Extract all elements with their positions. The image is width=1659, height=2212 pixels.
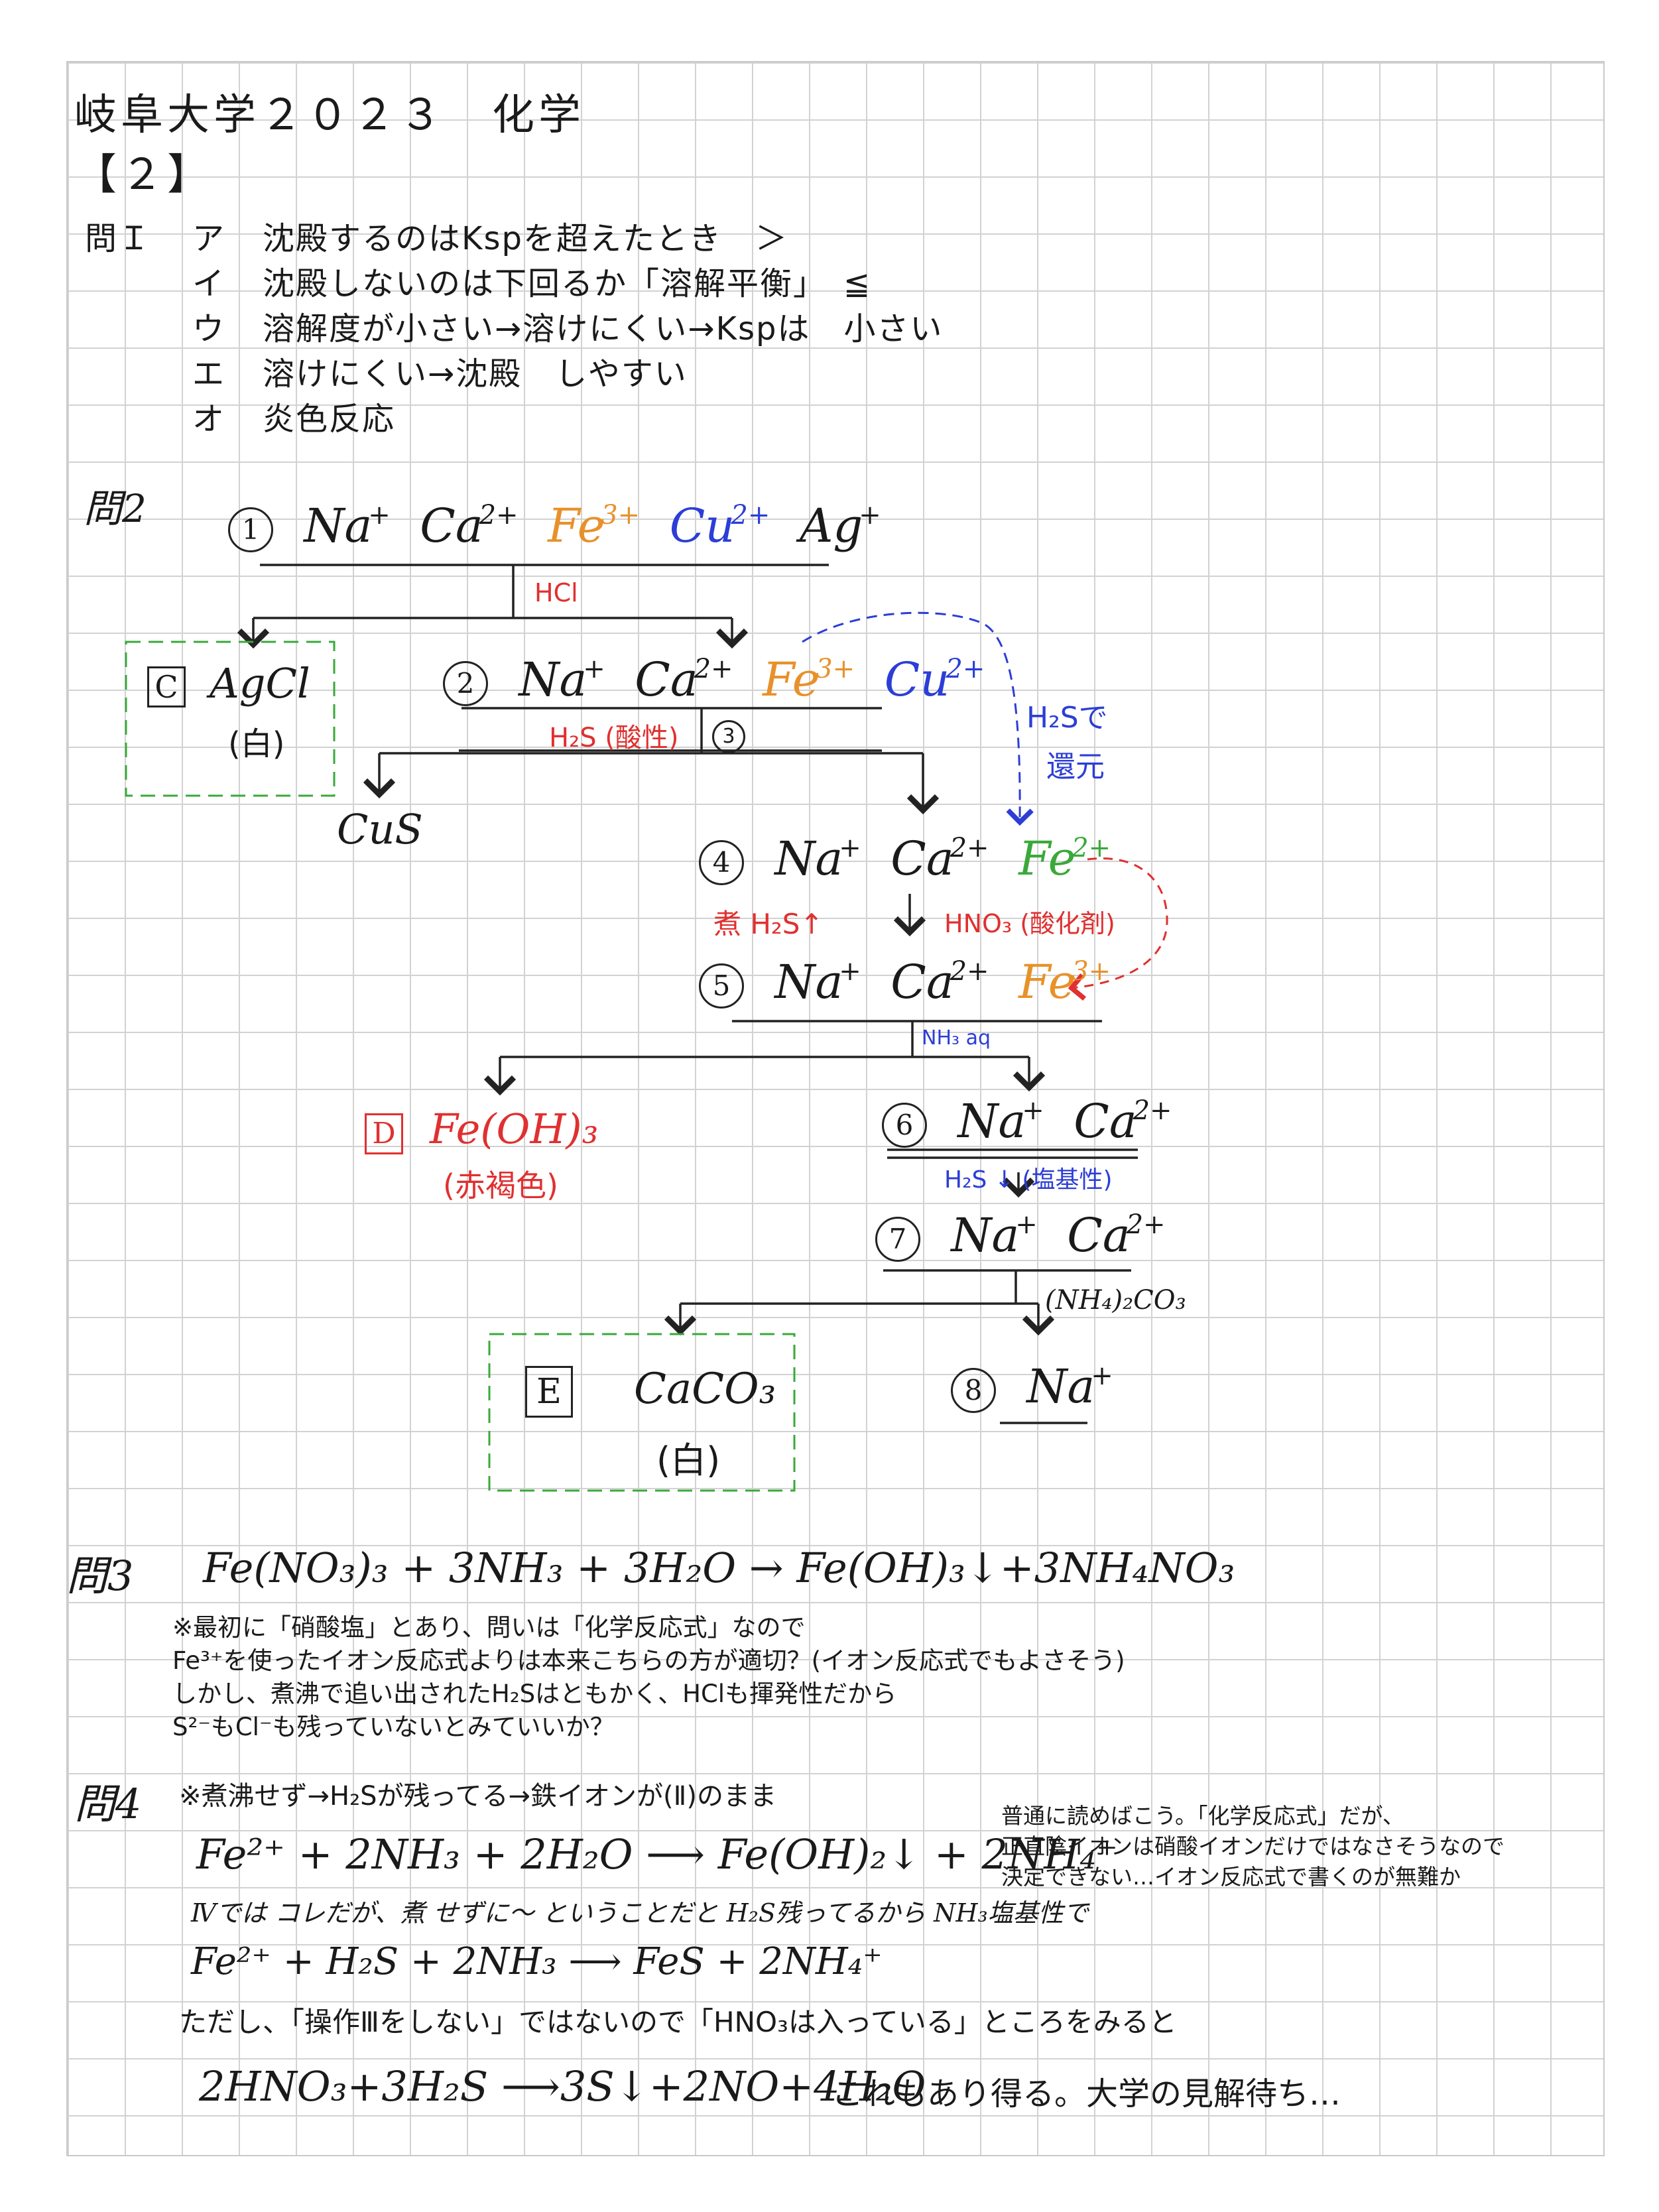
- ion-ca: Ca: [891, 955, 954, 1009]
- ion-cu: Cu: [669, 499, 735, 553]
- q4-equation-1: Fe²⁺ + 2NH₃ + 2H₂O ⟶ Fe(OH)₂↓ + 2NH₄⁺: [196, 1830, 1118, 1878]
- reagent-hno3: HNO₃ (酸化剤): [944, 909, 1115, 938]
- ion-na: Na: [951, 1208, 1020, 1262]
- q4-side-note: 普通に読めばこう。「化学反応式」だが、: [1001, 1803, 1404, 1829]
- step-number-6: 6: [882, 1103, 927, 1148]
- q4-equation-2: Fe²⁺ + H₂S + 2NH₃ ⟶ FeS + 2NH₄⁺: [191, 1940, 883, 1983]
- q1-row-kana: エ: [192, 355, 226, 393]
- section-number: 【２】: [74, 151, 214, 200]
- ion-ag: Ag: [799, 499, 863, 553]
- answer-box-e: E: [525, 1366, 573, 1418]
- q3-equation: Fe(NO₃)₃ + 3NH₃ + 3H₂O → Fe(OH)₃↓+3NH₄NO…: [203, 1544, 1235, 1592]
- solution-2: 2 Na+ Ca2+ Fe3+ Cu2+: [443, 652, 985, 707]
- reagent-h2s-basic: H₂S ↓ (塩基性): [944, 1166, 1113, 1194]
- solution-4: 4 Na+ Ca2+ Fe2+: [699, 831, 1111, 886]
- q3-label: 問3: [66, 1552, 134, 1600]
- ion-ca: Ca: [635, 652, 698, 707]
- q3-note-line: ※最初に「硝酸塩」とあり、問いは「化学反応式」なので: [172, 1613, 806, 1642]
- h2s-reduction-note-2: 還元: [1046, 750, 1105, 784]
- h2s-reduction-note: H₂Sで: [1026, 701, 1108, 735]
- q1-row-text: 沈殿しないのは下回るか「溶解平衡」 ≦: [263, 265, 872, 302]
- answer-box-d: D: [365, 1113, 403, 1154]
- step-number-8: 8: [951, 1368, 996, 1413]
- q3-note-line: しかし、煮沸で追い出されたH₂Sはともかく、HClも揮発性だから: [172, 1680, 897, 1708]
- step-number-4: 4: [699, 840, 744, 885]
- q4-conclusion: これもあり得る。大学の見解待ち…: [831, 2075, 1341, 2113]
- precipitate-d: D Fe(OH)₃: [365, 1105, 598, 1154]
- ion-fe: Fe: [1018, 955, 1076, 1009]
- ion-fe: Fe: [1018, 831, 1076, 886]
- agcl-formula: AgCl: [210, 659, 310, 707]
- reagent-nh3-aq: NH₃ aq: [922, 1026, 991, 1050]
- caco3-color: (白): [656, 1440, 721, 1481]
- feoh3-formula: Fe(OH)₃: [430, 1105, 599, 1153]
- step-number-1: 1: [228, 507, 273, 552]
- q4-handwritten-note: Ⅳでは コレだが、煮 せずに～ ということだと H₂S残ってるから NH₃塩基性…: [191, 1898, 1089, 1928]
- solution-6: 6 Na+ Ca2+: [882, 1094, 1172, 1148]
- ion-na: Na: [304, 499, 373, 553]
- q4-lead-note: ※煮沸せず→H₂Sが残ってる→鉄イオンが(Ⅱ)のまま: [179, 1781, 776, 1812]
- graph-paper-grid: [66, 61, 1605, 2156]
- step-3-marker: 3: [712, 720, 761, 753]
- boil-h2s-note: 煮 H₂S↑: [713, 908, 824, 940]
- caco3-formula: CaCO₃: [634, 1365, 776, 1414]
- answer-box-c: C: [147, 666, 186, 707]
- q1-row-text: 溶けにくい→沈殿 しやすい: [263, 355, 688, 393]
- reagent-hcl: HCl: [534, 578, 578, 607]
- precipitate-e: E CaCO₃: [525, 1365, 776, 1418]
- solution-7: 7 Na+ Ca2+: [875, 1208, 1166, 1262]
- ion-na: Na: [774, 955, 843, 1009]
- q3-note-line: Fe³⁺を使ったイオン反応式よりは本来こちらの方が適切？(イオン反応式でもよさそ…: [172, 1646, 1125, 1675]
- step-number-5: 5: [699, 963, 744, 1009]
- precipitate-c: C AgCl: [147, 659, 310, 707]
- feoh3-color: (赤褐色): [443, 1168, 558, 1203]
- ion-na: Na: [957, 1094, 1026, 1148]
- q2-label: 問2: [84, 486, 147, 531]
- q1-row-text: 炎色反応: [263, 400, 396, 438]
- reagent-ammonium-carbonate: (NH₄)₂CO₃: [1045, 1285, 1186, 1316]
- step-number-7: 7: [875, 1217, 920, 1262]
- q4-equation-3: 2HNO₃+3H₂S ⟶3S↓+2NO+4H₂O: [199, 2062, 926, 2111]
- q1-row-text: 溶解度が小さい→溶けにくい→Kspは 小さい: [263, 310, 944, 347]
- ion-na: Na: [774, 831, 843, 886]
- q4-note-2: ただし、「操作Ⅲをしない」ではないので「HNO₃は入っている」ところをみると: [179, 2006, 1177, 2038]
- ion-ca: Ca: [420, 499, 483, 553]
- precipitate-cus: CuS: [337, 805, 423, 853]
- q1-row-kana: ウ: [192, 310, 226, 347]
- step-number-2: 2: [443, 661, 488, 706]
- q1-row-text: 沈殿するのはKspを超えたとき ＞: [263, 220, 788, 257]
- solution-5: 5 Na+ Ca2+ Fe3+: [699, 955, 1111, 1009]
- ion-ca: Ca: [1067, 1208, 1131, 1262]
- q4-side-note: 正直陰イオンは硝酸イオンだけではなさそうなので: [1001, 1833, 1505, 1859]
- ion-fe: Fe: [548, 499, 605, 553]
- q1-row-kana: イ: [192, 265, 226, 302]
- step-number-3: 3: [712, 720, 745, 753]
- q1-row-kana: ア: [192, 220, 226, 257]
- solution-1: 1 Na+ Ca2+ Fe3+ Cu2+ Ag+: [228, 499, 881, 553]
- reagent-h2s-acidic: H₂S (酸性): [549, 723, 679, 753]
- ion-cu: Cu: [884, 652, 950, 707]
- agcl-color: (白): [228, 725, 285, 763]
- q3-note-line: S²⁻もCl⁻も残っていないとみていいか？: [172, 1713, 615, 1741]
- ion-ca: Ca: [1074, 1094, 1137, 1148]
- solution-8: 8 Na+: [951, 1359, 1113, 1414]
- ion-ca: Ca: [891, 831, 954, 886]
- page-title: 岐阜大学２０２３ 化学: [74, 91, 585, 140]
- q4-label: 問4: [74, 1780, 142, 1828]
- q1-row-kana: オ: [192, 400, 226, 438]
- ion-fe: Fe: [763, 652, 820, 707]
- q1-label: 問Ｉ: [85, 220, 152, 257]
- ion-na: Na: [1026, 1359, 1095, 1414]
- ion-na: Na: [519, 652, 587, 707]
- q4-side-note: 決定できない…イオン反応式で書くのが無難か: [1001, 1864, 1461, 1890]
